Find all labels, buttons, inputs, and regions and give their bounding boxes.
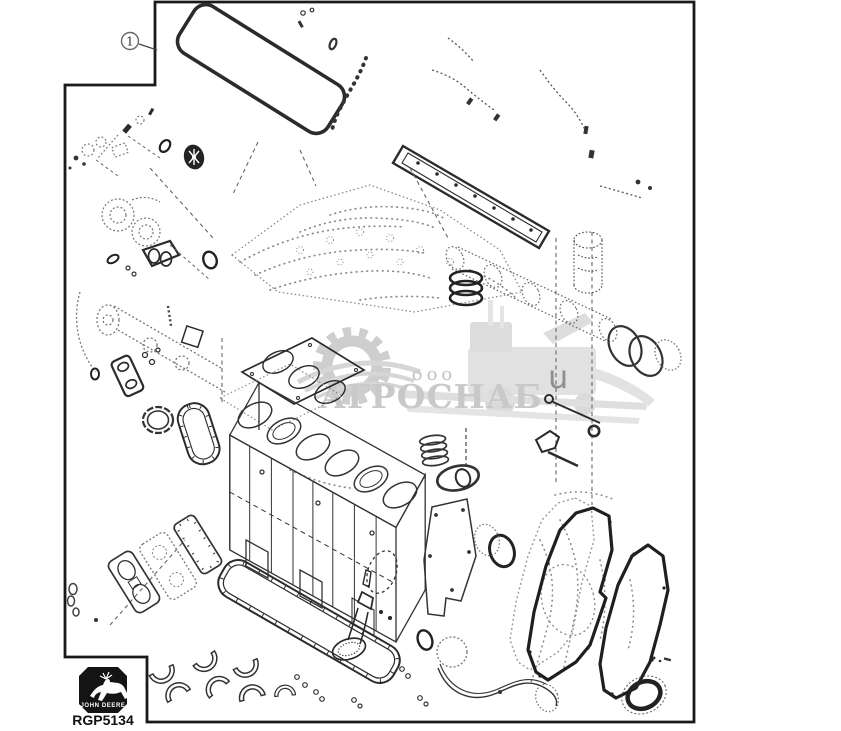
valve-cover-bolts bbox=[297, 7, 368, 135]
flywheel-seal-rings bbox=[473, 523, 516, 569]
crank-o-ring bbox=[90, 367, 100, 381]
timing-gasket-echo bbox=[509, 497, 595, 671]
crankshaft bbox=[75, 291, 226, 393]
oil-pump-parts bbox=[110, 305, 204, 398]
oil-pickup-tube bbox=[331, 569, 393, 661]
ring-coil bbox=[418, 434, 450, 467]
piston-pin-rod bbox=[534, 394, 601, 468]
timing-cover-gasket-left bbox=[526, 506, 614, 682]
oil-cooler-plates bbox=[66, 514, 223, 622]
cylinder-block bbox=[228, 381, 427, 644]
harvester-silhouette-icon bbox=[398, 300, 655, 424]
deer-icon bbox=[90, 671, 129, 701]
logo-brand-text: JOHN DEERE bbox=[80, 703, 125, 709]
turbo-volutes bbox=[101, 196, 218, 281]
front-plate-gasket bbox=[176, 402, 221, 466]
rocker-arm-cover bbox=[391, 144, 551, 250]
front-crank-seal bbox=[534, 675, 667, 715]
callout-1-number: 1 bbox=[126, 35, 134, 49]
small-bolt-cluster bbox=[652, 656, 672, 663]
callout-1[interactable]: 1 bbox=[120, 31, 158, 51]
drawing-code: RGP5134 bbox=[72, 712, 134, 728]
camshaft bbox=[445, 246, 618, 342]
john-deere-logo: JOHN DEERE bbox=[79, 667, 129, 713]
watermark-ooo: ооо bbox=[412, 364, 457, 385]
rear-seal-ring bbox=[141, 405, 175, 435]
head-gasket bbox=[240, 337, 366, 405]
watermark-letter-u: u bbox=[548, 358, 568, 396]
frame-border bbox=[63, 0, 696, 724]
leaf-spring-icon bbox=[296, 360, 421, 401]
water-pump-parts bbox=[68, 107, 205, 177]
piston-ring-set bbox=[448, 269, 484, 307]
wiring-harness bbox=[431, 37, 643, 199]
small-o-ring bbox=[454, 468, 472, 488]
harness-connectors bbox=[466, 97, 652, 190]
cylinder-liner bbox=[573, 231, 603, 294]
valve-cover-gasket bbox=[175, 2, 347, 136]
main-bearing-shells bbox=[148, 650, 297, 703]
head-gasket-second bbox=[218, 363, 344, 431]
leader-lines bbox=[109, 141, 593, 626]
timing-cover-opening bbox=[540, 563, 596, 637]
pulley-wheel-icon bbox=[183, 144, 205, 170]
watermark-agrosnab: АГРОСНАБ bbox=[319, 377, 543, 416]
timing-gasket-bolts bbox=[528, 520, 666, 696]
watermark: ооо АГРОСНАБ bbox=[296, 300, 655, 424]
pulley-group bbox=[416, 629, 558, 707]
oil-pan-gasket bbox=[217, 559, 401, 684]
small-rings bbox=[294, 666, 429, 709]
timing-cover-gasket-right bbox=[598, 543, 670, 700]
o-rings bbox=[607, 325, 682, 377]
rear-plate bbox=[423, 428, 481, 617]
